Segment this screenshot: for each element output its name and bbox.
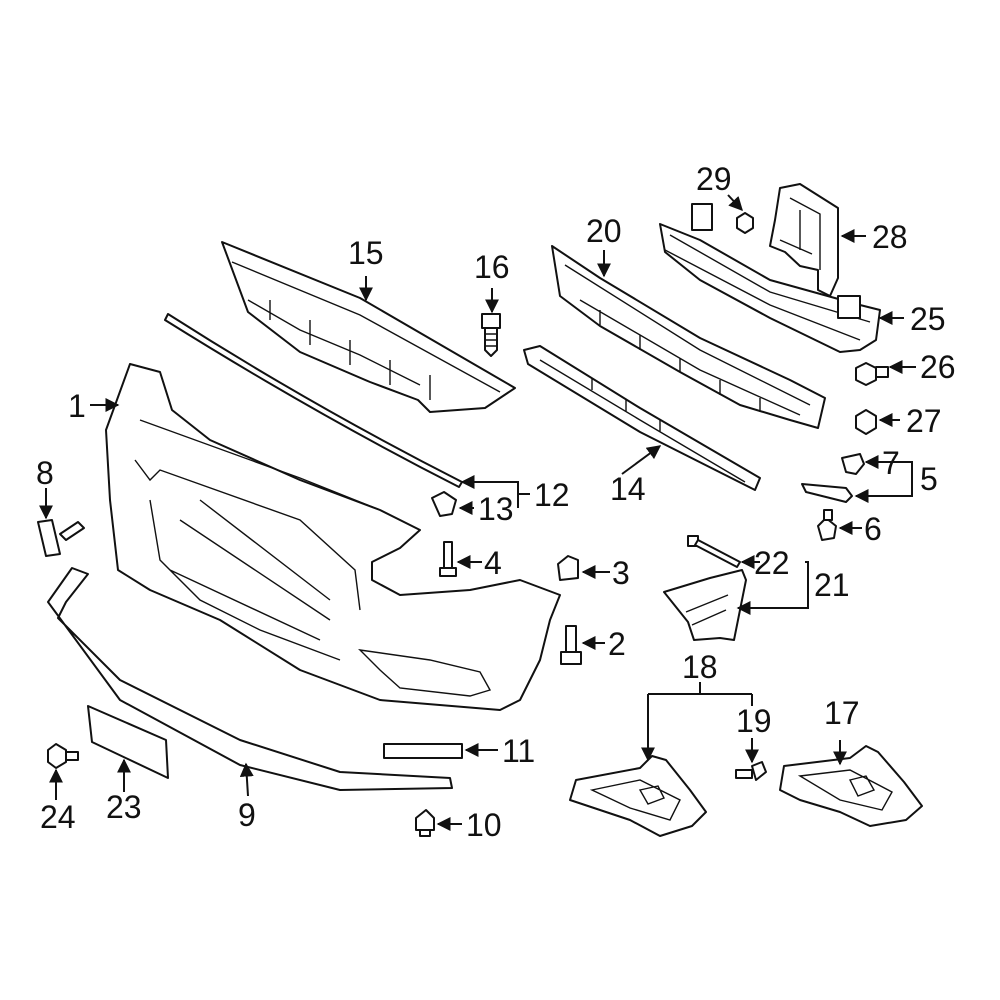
part-17-lamp-bracket-right[interactable] [779, 745, 923, 827]
callout-19: 19 [736, 703, 772, 739]
part-2-screw[interactable] [560, 625, 582, 665]
part-28-bracket[interactable] [769, 183, 839, 297]
part-13-clip[interactable] [431, 491, 457, 517]
part-4-stud[interactable] [439, 541, 457, 577]
part-24-screw[interactable] [47, 743, 79, 769]
part-12-trim-strip[interactable] [164, 313, 463, 488]
part-26-bolt[interactable] [855, 362, 889, 386]
callout-12: 12 [534, 477, 570, 513]
part-8-bracket[interactable] [37, 519, 85, 557]
part-25-bumper-beam[interactable] [659, 203, 881, 353]
part-27-nut[interactable] [855, 409, 877, 435]
callout-23: 23 [106, 789, 142, 825]
callout-10: 10 [466, 807, 502, 843]
part-16-bolt[interactable] [481, 313, 501, 357]
callout-28: 28 [872, 219, 908, 255]
part-21-bracket[interactable] [663, 569, 747, 641]
callout-16: 16 [474, 249, 510, 285]
part-19-screw[interactable] [735, 761, 767, 781]
callout-15: 15 [348, 235, 384, 271]
part-20-reinforcement[interactable] [551, 245, 826, 429]
callout-4: 4 [484, 545, 502, 581]
part-1-bumper-cover[interactable] [105, 363, 561, 711]
callout-22: 22 [754, 545, 790, 581]
callout-leaders [39, 194, 916, 831]
callout-27: 27 [906, 403, 942, 439]
callout-numbers: 1 2 3 4 5 6 7 8 9 10 11 12 13 14 15 16 1… [36, 161, 956, 843]
part-23-license-bracket[interactable] [87, 705, 169, 779]
callout-25: 25 [910, 301, 946, 337]
callout-5: 5 [920, 461, 938, 497]
callout-8: 8 [36, 455, 54, 491]
callout-20: 20 [586, 213, 622, 249]
callout-9: 9 [238, 797, 256, 833]
part-10-push-pin[interactable] [415, 809, 435, 837]
part-3-clip[interactable] [557, 555, 579, 581]
callout-11: 11 [502, 733, 535, 769]
part-6-bolt[interactable] [817, 509, 837, 541]
part-11-trim[interactable] [383, 743, 463, 759]
callout-29: 29 [696, 161, 732, 197]
callout-6: 6 [864, 511, 882, 547]
part-22-pin[interactable] [687, 535, 741, 568]
callout-17: 17 [824, 695, 860, 731]
part-18-lamp-bracket-left[interactable] [569, 755, 707, 837]
callout-13: 13 [478, 491, 514, 527]
part-5-bracket-piece[interactable] [801, 483, 853, 503]
callout-3: 3 [612, 555, 630, 591]
part-14-lower-absorber[interactable] [523, 345, 761, 491]
callout-14: 14 [610, 471, 646, 507]
part-15-upper-absorber[interactable] [221, 241, 516, 413]
part-7-clip[interactable] [841, 453, 865, 475]
part-29-nut[interactable] [736, 212, 754, 234]
callout-21: 21 [814, 567, 850, 603]
callout-26: 26 [920, 349, 956, 385]
callout-18: 18 [682, 649, 718, 685]
callout-24: 24 [40, 799, 76, 835]
callout-7: 7 [882, 445, 900, 481]
part-9-lower-trim[interactable] [47, 567, 453, 791]
callout-1: 1 [68, 388, 86, 424]
callout-2: 2 [608, 626, 626, 662]
